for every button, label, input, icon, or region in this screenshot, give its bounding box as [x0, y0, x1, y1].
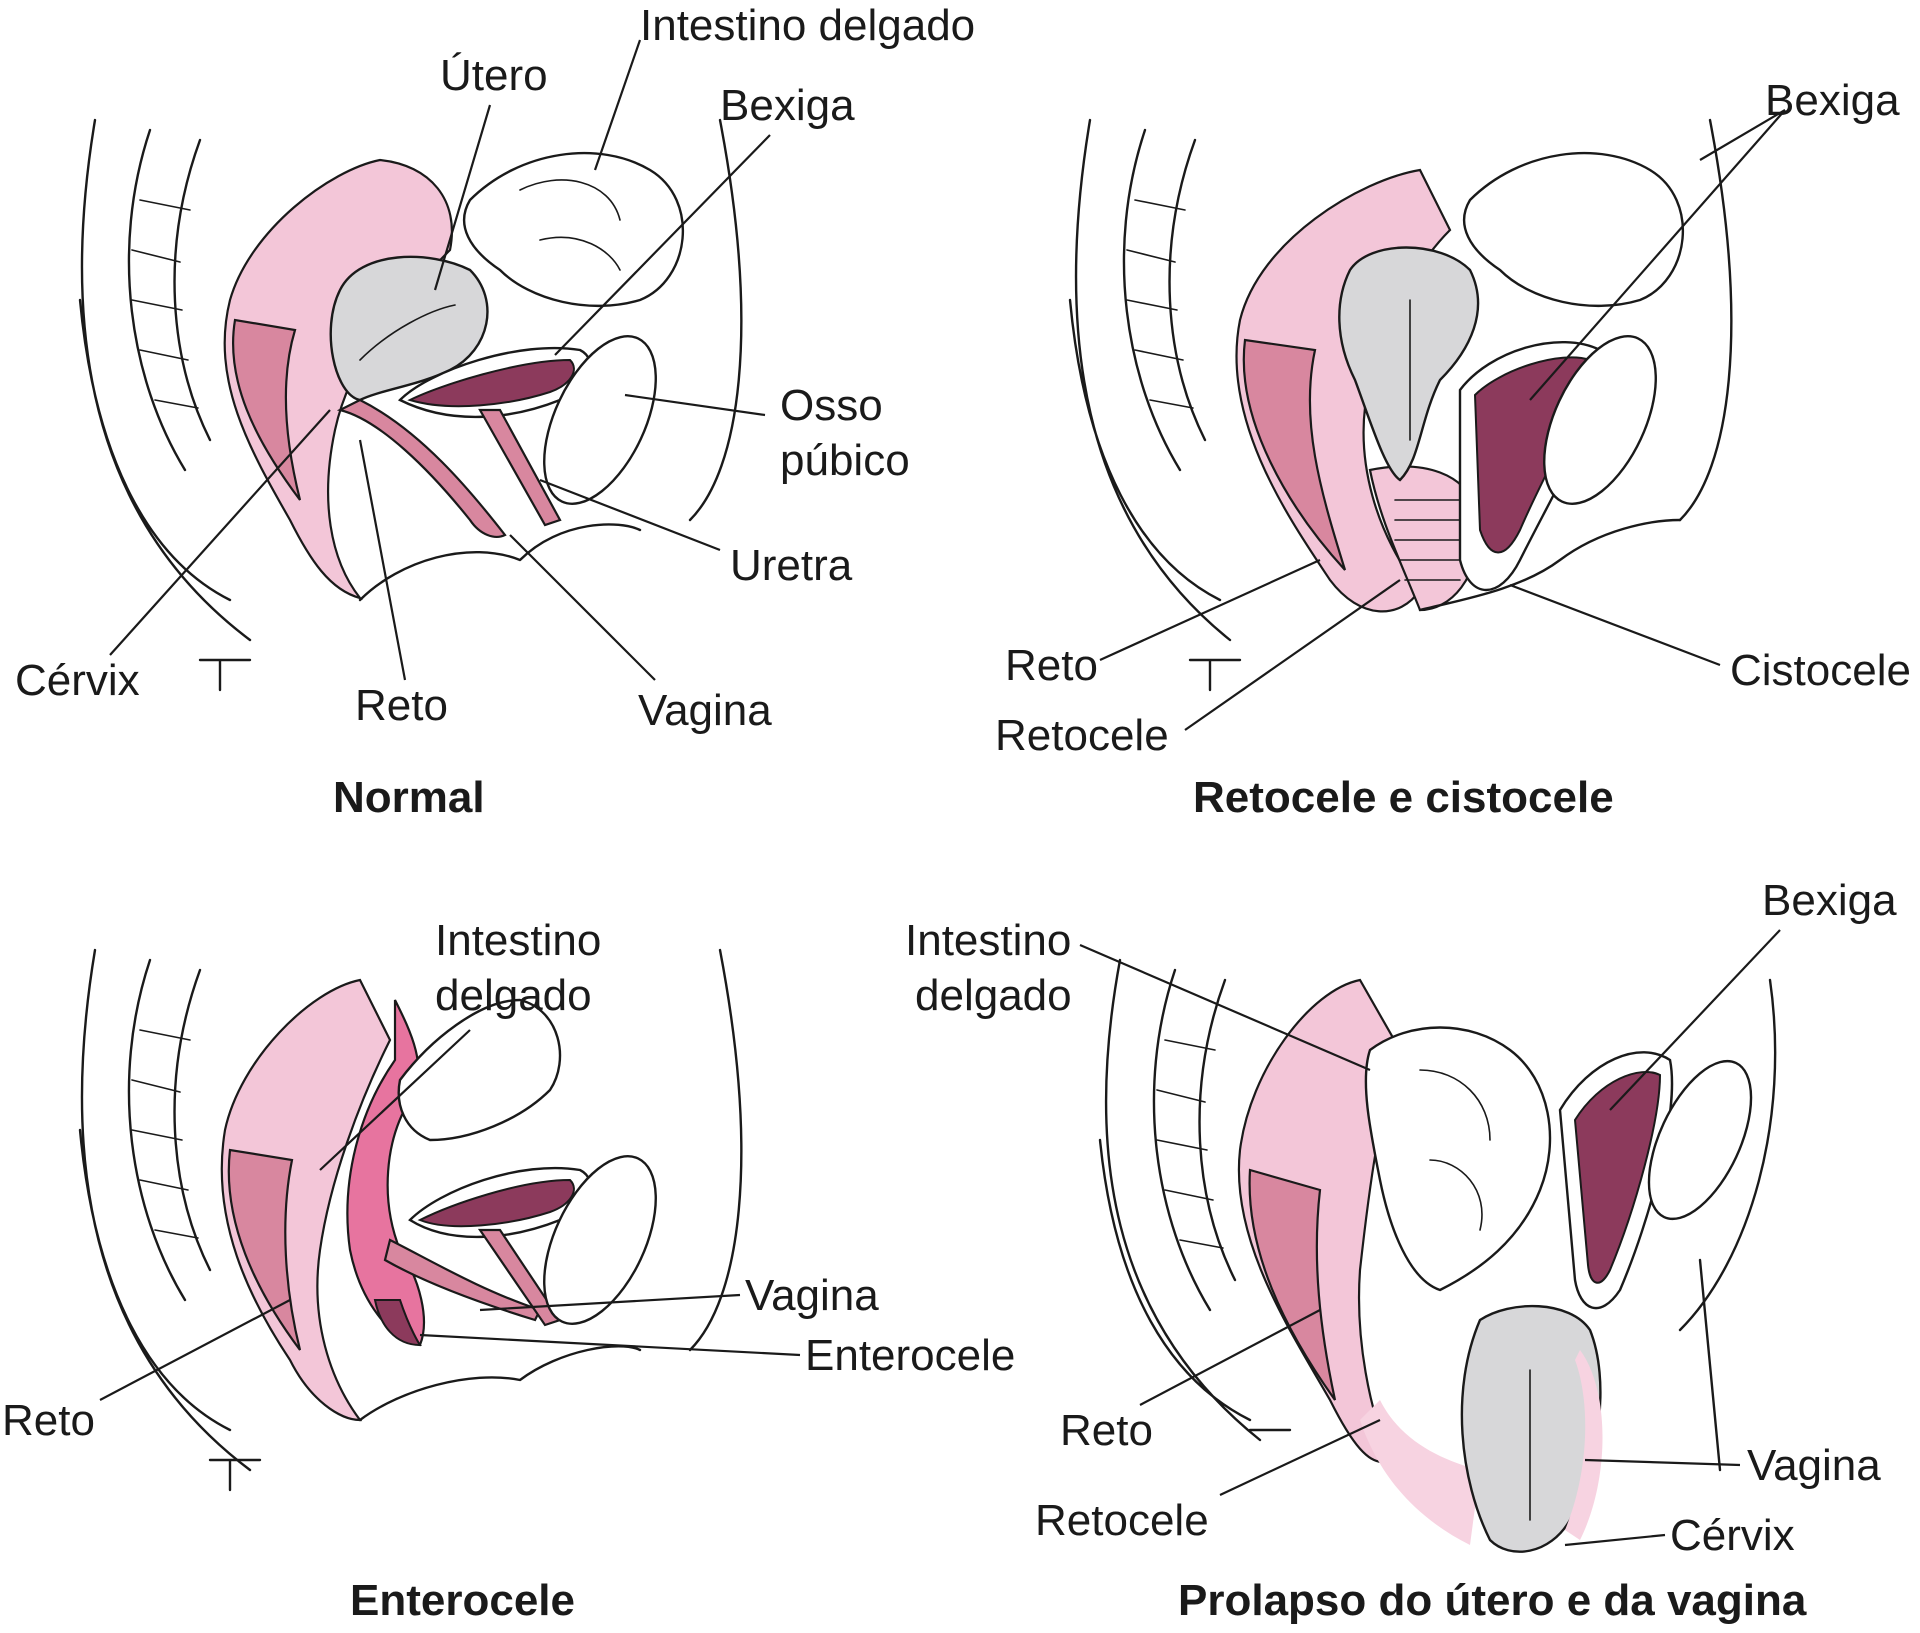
- panel-enterocele: Intestino delgado Vagina Enterocele Reto…: [2, 916, 1015, 1625]
- enterocele-label-reto: Reto: [2, 1396, 95, 1445]
- normal-label-bexiga: Bexiga: [720, 81, 855, 130]
- panel-prolapso: Intestino delgado Bexiga Reto Retocele V…: [905, 876, 1897, 1625]
- normal-label-reto: Reto: [355, 681, 448, 730]
- normal-label-intestino: Intestino delgado: [640, 1, 975, 50]
- retocele-label-reto: Reto: [1005, 641, 1098, 690]
- normal-label-uretra: Uretra: [730, 541, 853, 590]
- prolapso-bladder: [1573, 1071, 1662, 1284]
- enterocele-label-vagina: Vagina: [745, 1271, 879, 1320]
- enterocele-label-intestino-1: Intestino: [435, 916, 601, 965]
- prolapso-label-reto: Reto: [1060, 1406, 1153, 1455]
- enterocele-intestine: [397, 998, 562, 1142]
- retocele-label-cistocele: Cistocele: [1730, 646, 1911, 695]
- normal-label-osso-1: Osso: [780, 381, 883, 430]
- retocele-label-retocele: Retocele: [995, 711, 1169, 760]
- prolapso-rectum: [1237, 978, 1402, 1463]
- prolapso-title: Prolapso do útero e da vagina: [1178, 1576, 1807, 1625]
- normal-label-utero: Útero: [440, 51, 548, 100]
- enterocele-title: Enterocele: [350, 1576, 575, 1625]
- normal-vagina: [336, 398, 507, 538]
- prolapso-label-intestino-1: Intestino: [905, 916, 1071, 965]
- normal-pubic-bone: [543, 335, 657, 505]
- normal-title: Normal: [333, 773, 485, 822]
- enterocele-label-intestino-2: delgado: [435, 971, 592, 1020]
- prolapso-label-vagina: Vagina: [1747, 1441, 1881, 1490]
- retocele-uterus: [1338, 246, 1480, 482]
- prolapso-label-intestino-2: delgado: [915, 971, 1072, 1020]
- retocele-title: Retocele e cistocele: [1193, 773, 1614, 822]
- prolapso-label-bexiga: Bexiga: [1762, 876, 1897, 925]
- enterocele-label-enterocele: Enterocele: [805, 1331, 1015, 1380]
- prolapso-intestine: [1364, 1026, 1552, 1292]
- normal-label-vagina: Vagina: [638, 686, 772, 735]
- prolapso-label-cervix: Cérvix: [1670, 1511, 1795, 1560]
- normal-sacrum: [127, 128, 212, 472]
- enterocele-rectum: [220, 978, 392, 1422]
- panel-retocele-cistocele: Bexiga Reto Retocele Cistocele Retocele …: [995, 76, 1911, 822]
- retocele-label-bexiga: Bexiga: [1765, 76, 1900, 125]
- normal-label-osso-2: púbico: [780, 436, 910, 485]
- normal-body-outline: [78, 118, 743, 642]
- normal-intestine: [462, 152, 684, 307]
- prolapso-label-retocele: Retocele: [1035, 1496, 1209, 1545]
- panel-normal: Intestino delgado Útero Bexiga Osso púbi…: [15, 1, 975, 822]
- normal-label-cervix: Cérvix: [15, 656, 140, 705]
